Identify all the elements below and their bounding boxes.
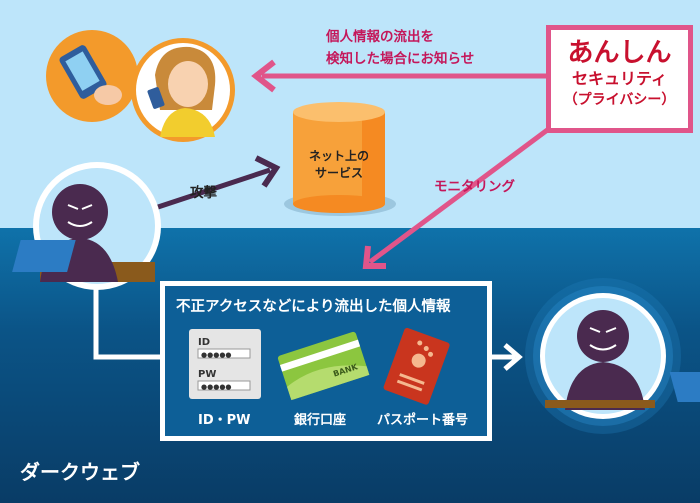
service-cylinder-icon xyxy=(284,102,396,216)
notification-line-1: 個人情報の流出を xyxy=(326,29,434,45)
bank-account-label: 銀行口座 xyxy=(294,413,347,428)
service-line-1: ネット上の xyxy=(308,149,369,163)
user-woman-avatar xyxy=(131,38,235,142)
logo-line-1: あんしん xyxy=(567,38,672,68)
svg-text:●●●●●: ●●●●● xyxy=(201,383,232,391)
attack-arrow xyxy=(154,155,281,211)
leak-connector-line xyxy=(93,285,162,360)
logo-line-3: （プライバシー） xyxy=(563,92,676,108)
passport-icon xyxy=(383,327,450,405)
service-label: ネット上の サービス xyxy=(295,148,383,182)
service-line-2: サービス xyxy=(314,166,363,180)
dark-web-label: ダークウェブ xyxy=(20,460,140,484)
anshin-security-logo: あんしん セキュリティ （プライバシー） xyxy=(546,25,693,133)
passport-number-label: パスポート番号 xyxy=(377,413,469,428)
bank-card-icon: BANK xyxy=(277,331,370,401)
svg-text:ID: ID xyxy=(198,337,210,348)
notification-line-2: 検知した場合にお知らせ xyxy=(326,51,475,67)
user-phone-icon xyxy=(46,30,138,122)
svg-text:●●●●●: ●●●●● xyxy=(201,351,232,359)
attack-label: 攻撃 xyxy=(190,185,217,201)
id-pw-label: ID・PW xyxy=(198,413,251,428)
leaked-info-title: 不正アクセスなどにより流出した個人情報 xyxy=(176,299,451,315)
hacker-avatar-left xyxy=(12,162,161,290)
logo-line-2: セキュリティ xyxy=(571,69,668,88)
notification-text: 個人情報の流出を 検知した場合にお知らせ xyxy=(326,26,474,70)
id-pw-form-icon: ID ●●●●● PW ●●●●● xyxy=(189,329,261,399)
monitoring-arrow xyxy=(362,125,552,269)
hacker-avatar-right xyxy=(525,278,700,434)
svg-text:PW: PW xyxy=(198,369,216,380)
monitoring-label: モニタリング xyxy=(434,179,515,195)
notify-arrow xyxy=(251,59,548,93)
